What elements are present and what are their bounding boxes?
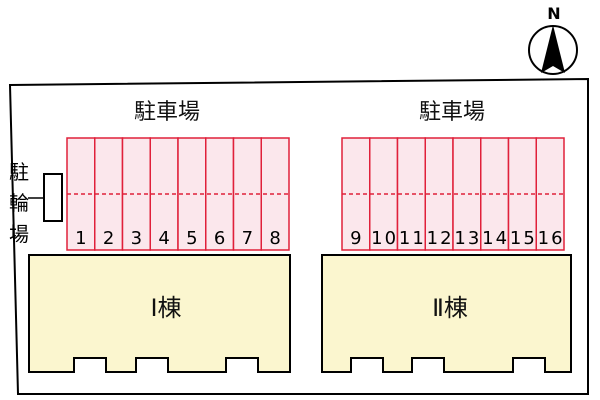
parking-slot-number: 7 xyxy=(242,228,253,249)
bike-char-2: 輪 xyxy=(9,191,29,215)
bike-char-3: 場 xyxy=(9,222,29,246)
compass: N xyxy=(528,4,578,75)
building-1-label: Ⅰ棟 xyxy=(150,294,181,322)
parking-slot-number: 3 xyxy=(131,228,142,249)
north-arrow-icon xyxy=(528,25,578,75)
parking-slot-number: 1 xyxy=(75,228,86,249)
building-2-outline xyxy=(321,254,572,373)
bike-char-1: 駐 xyxy=(9,160,29,184)
parking-slot-number: 5 xyxy=(186,228,197,249)
building-2: Ⅱ棟 xyxy=(321,254,572,373)
building-1: Ⅰ棟 xyxy=(28,254,291,373)
parking-label-left: 駐車場 xyxy=(134,100,200,125)
parking-label-right: 駐車場 xyxy=(419,100,485,125)
parking-slot-number: 6 xyxy=(214,228,225,249)
parking-slot-number: 9 xyxy=(350,228,361,249)
parking-slot-number: 4 xyxy=(158,228,169,249)
building-2-label: Ⅱ棟 xyxy=(432,294,468,322)
bicycle-parking: 駐 輪 場 xyxy=(9,160,63,246)
building-1-outline xyxy=(28,254,291,373)
parking-slot-number: 8 xyxy=(269,228,280,249)
north-label: N xyxy=(547,4,560,23)
parking-slot-10: 10 xyxy=(369,137,399,251)
parking-slot-number: 2 xyxy=(103,228,114,249)
bicycle-rack xyxy=(43,173,63,222)
site-boundary xyxy=(8,77,589,395)
